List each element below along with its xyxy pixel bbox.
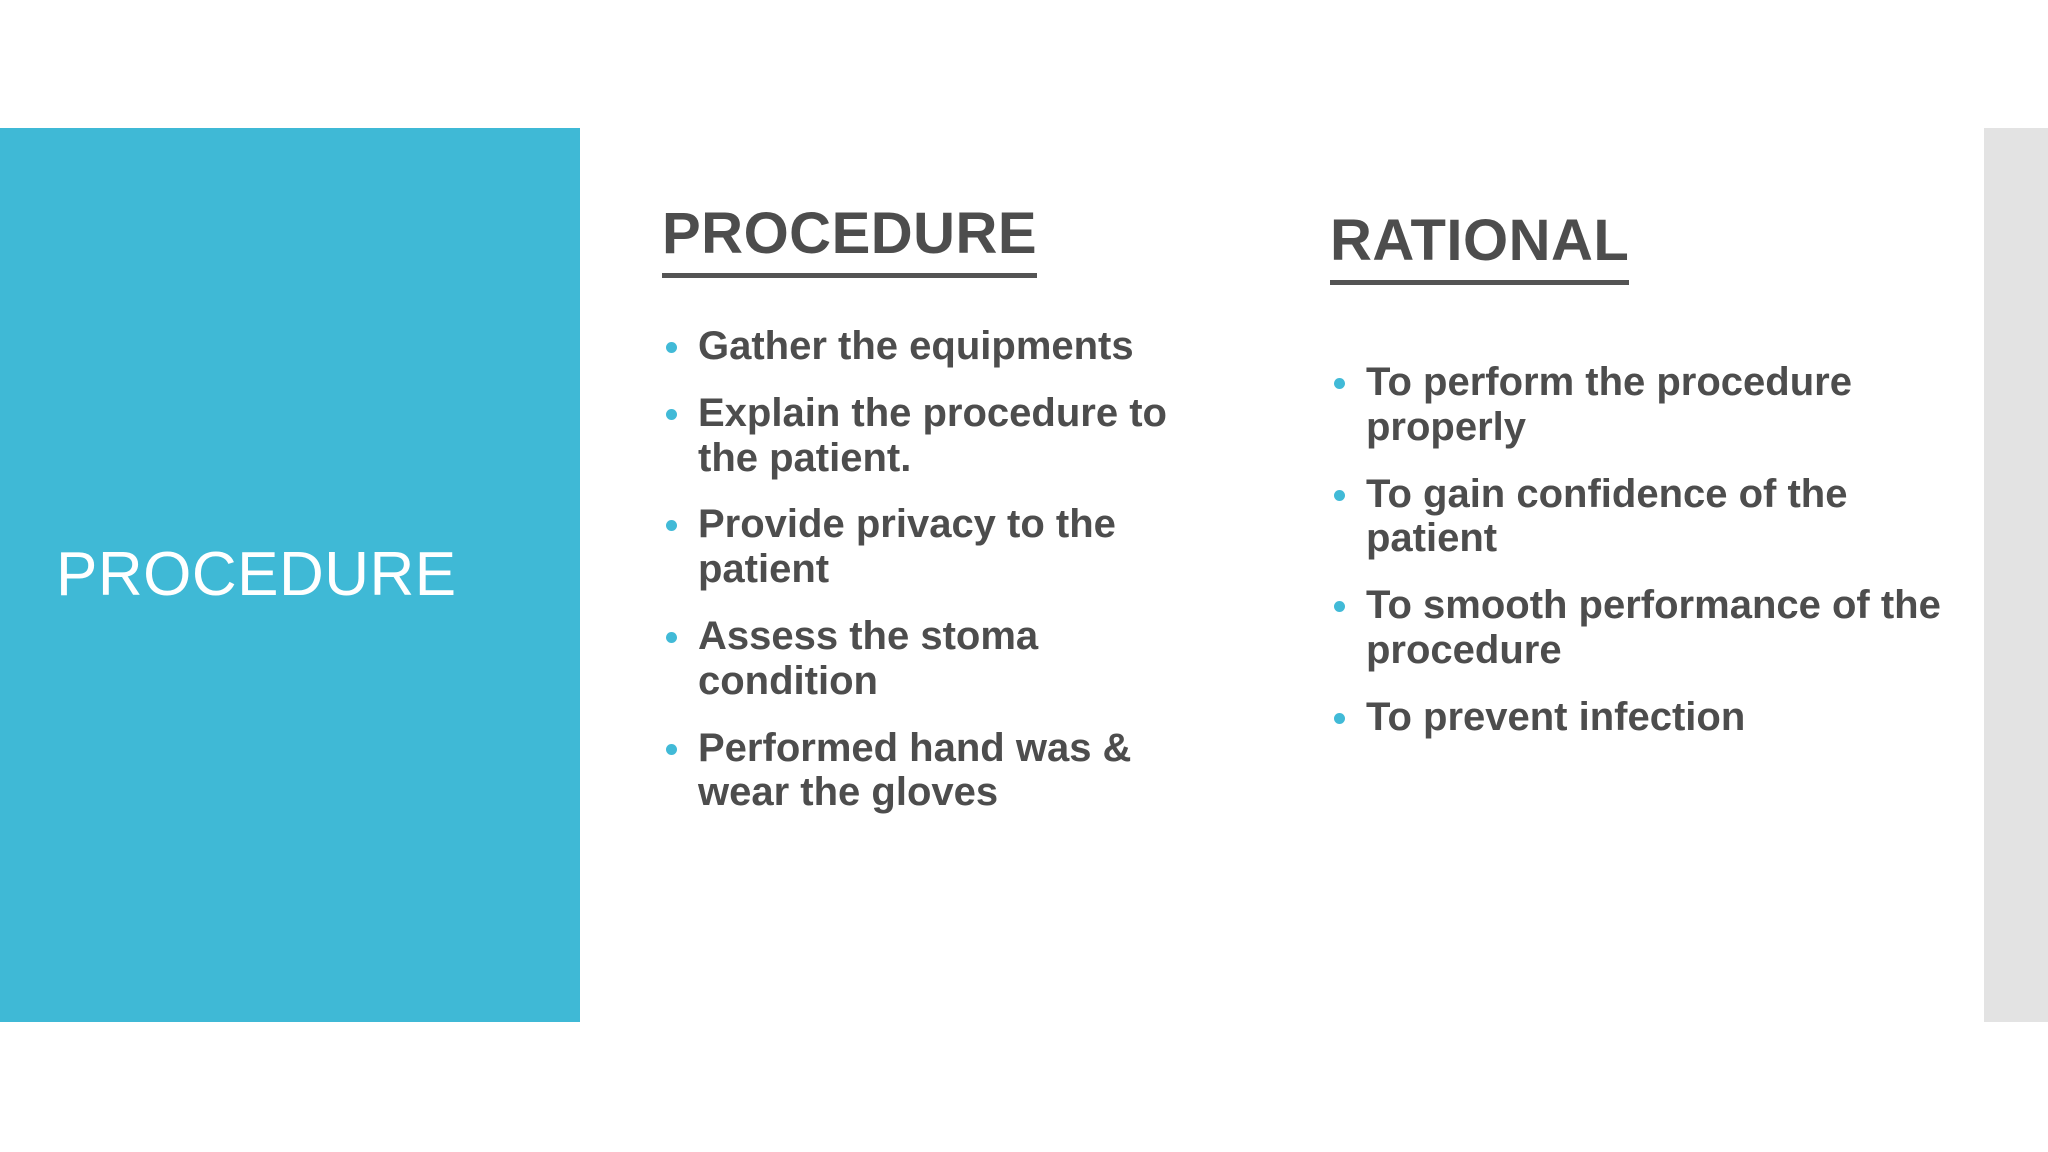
bullet-dot-icon (666, 408, 677, 420)
column-heading-rational: RATIONAL (1330, 212, 1630, 285)
list-item-text: Gather the equipments (698, 324, 1134, 368)
bullet-dot-icon (1334, 489, 1345, 501)
bullet-dot-icon (1334, 712, 1345, 724)
bullet-dot-icon (666, 631, 677, 643)
list-item: To perform the procedure properly (1330, 360, 1950, 450)
bullet-dot-icon (1334, 378, 1345, 389)
list-item-text: Performed hand was & wear the gloves (698, 725, 1132, 815)
list-item-text: To prevent infection (1366, 694, 1746, 739)
list-item: To gain confidence of the patient (1330, 472, 1950, 562)
list-item-text: Explain the procedure to the patient. (698, 390, 1167, 480)
list-item-text: To gain confidence of the patient (1366, 471, 1848, 561)
list-item: Gather the equipments (662, 324, 1207, 369)
list-item: To prevent infection (1330, 695, 1950, 740)
slide-title-panel: PROCEDURE (0, 128, 580, 1022)
column-heading-procedure: PROCEDURE (662, 205, 1038, 278)
list-item: To smooth performance of the procedure (1330, 583, 1950, 673)
list-item-text: Provide privacy to the patient (698, 502, 1116, 592)
bullet-dot-icon (666, 743, 677, 755)
bullet-list-procedure: Gather the equipments Explain the proced… (662, 324, 1207, 815)
list-item: Performed hand was & wear the gloves (662, 726, 1207, 816)
list-item-text: To smooth performance of the procedure (1366, 583, 1941, 672)
bullet-list-rational: To perform the procedure properly To gai… (1330, 360, 1950, 740)
list-item: Explain the procedure to the patient. (662, 391, 1207, 481)
bullet-dot-icon (666, 520, 677, 532)
bullet-dot-icon (1334, 601, 1345, 613)
list-item-text: To perform the procedure properly (1366, 360, 1852, 449)
right-edge-strip (1984, 128, 2048, 1022)
list-item: Assess the stoma condition (662, 614, 1207, 704)
list-item-text: Assess the stoma condition (698, 613, 1039, 703)
slide-title: PROCEDURE (56, 540, 457, 610)
bullet-dot-icon (666, 342, 677, 353)
list-item: Provide privacy to the patient (662, 502, 1207, 592)
